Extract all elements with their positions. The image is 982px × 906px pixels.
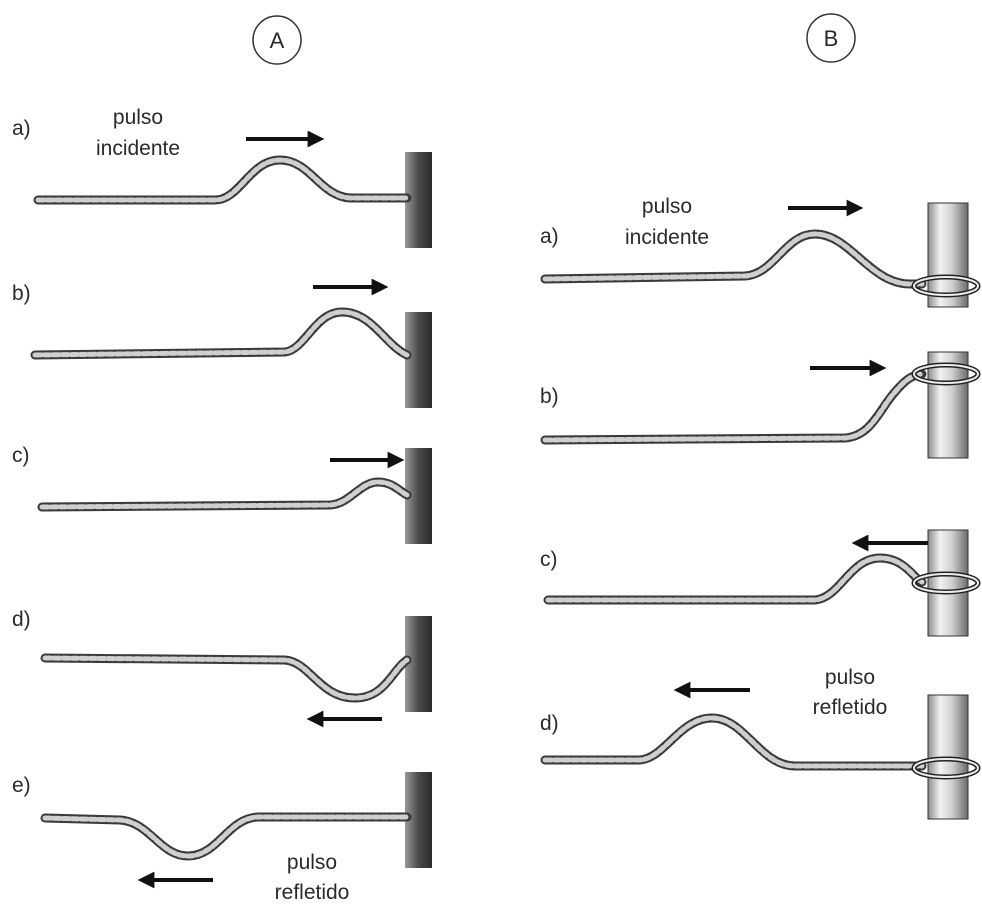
heading-circle bbox=[252, 15, 302, 65]
panel-a-c: c) bbox=[12, 444, 432, 544]
pole-icon bbox=[927, 202, 969, 308]
step-label: e) bbox=[12, 774, 31, 797]
step-label: a) bbox=[540, 225, 559, 248]
pole-icon bbox=[927, 529, 969, 637]
column-b: a) pulso incidente b) c) bbox=[540, 195, 981, 820]
rope bbox=[33, 155, 412, 205]
rope bbox=[540, 369, 927, 445]
panel-a-e: e) pulso refletido bbox=[12, 772, 432, 904]
step-label: b) bbox=[12, 282, 31, 305]
rope bbox=[30, 307, 412, 360]
rope bbox=[540, 713, 927, 771]
panel-b-d: d) pulso refletido bbox=[540, 666, 981, 820]
ring-highlight bbox=[913, 573, 979, 593]
panel-a-a: a) pulso incidente bbox=[12, 106, 432, 248]
heading-b-text: B bbox=[824, 26, 839, 51]
panel-b-a: a) pulso incidente bbox=[540, 195, 981, 308]
panel-a-d: d) bbox=[12, 608, 432, 728]
rope bbox=[37, 477, 412, 512]
step-label: d) bbox=[540, 712, 559, 735]
column-a: a) pulso incidente b) c) bbox=[12, 106, 432, 904]
step-label: d) bbox=[12, 608, 31, 631]
ring-highlight bbox=[913, 276, 979, 296]
caption-reflected-line1: pulso bbox=[287, 851, 337, 874]
fixed-wall-icon bbox=[405, 312, 432, 408]
caption-reflected-line2: refletido bbox=[813, 696, 888, 719]
pole-icon bbox=[927, 351, 969, 459]
caption-incident-line1: pulso bbox=[113, 106, 163, 129]
ring-highlight bbox=[913, 758, 979, 778]
caption-reflected-line2: refletido bbox=[275, 881, 350, 904]
heading-a-text: A bbox=[270, 28, 285, 53]
rope bbox=[40, 653, 412, 703]
caption-reflected-line1: pulso bbox=[825, 666, 875, 689]
panel-b-b: b) bbox=[540, 351, 981, 459]
caption-incident-line2: incidente bbox=[96, 137, 180, 160]
panel-b-c: c) bbox=[540, 529, 981, 637]
rope bbox=[40, 812, 412, 861]
rope bbox=[540, 229, 927, 289]
caption-incident-line1: pulso bbox=[642, 195, 692, 218]
panel-a-b: b) bbox=[12, 278, 432, 408]
fixed-wall-icon bbox=[405, 616, 432, 712]
heading-b: B bbox=[806, 13, 856, 63]
step-label: a) bbox=[12, 117, 31, 140]
rope bbox=[543, 553, 927, 605]
step-label: b) bbox=[540, 385, 559, 408]
caption-incident-line2: incidente bbox=[625, 226, 709, 249]
step-label: c) bbox=[540, 548, 558, 571]
ring-highlight bbox=[913, 364, 979, 384]
step-label: c) bbox=[12, 444, 30, 467]
heading-circle bbox=[806, 13, 856, 63]
heading-a: A bbox=[252, 15, 302, 65]
